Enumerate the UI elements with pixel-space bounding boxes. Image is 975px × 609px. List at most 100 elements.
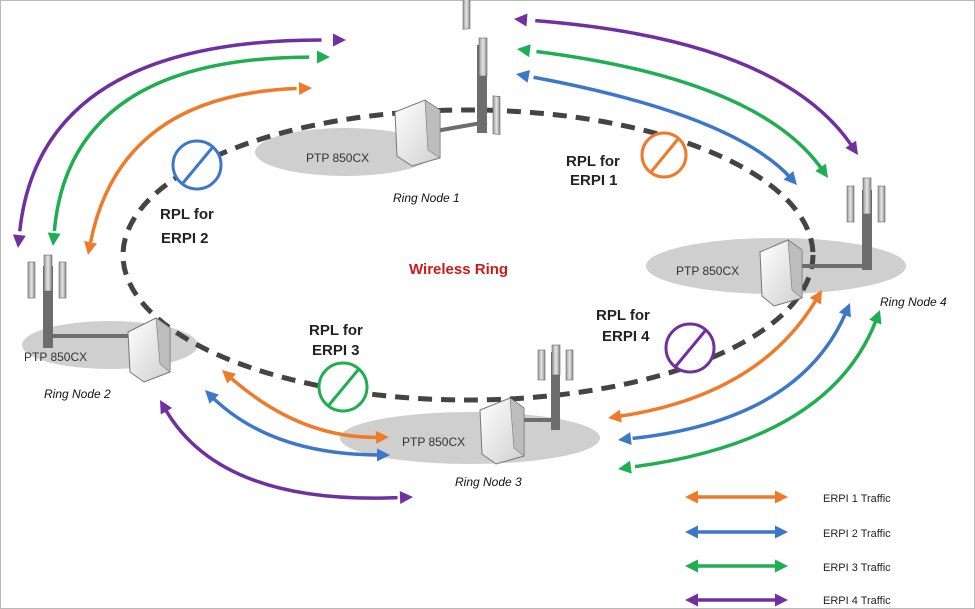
tower-icon <box>429 0 501 135</box>
legend-arrow-icon <box>685 559 788 573</box>
arrowhead <box>514 13 528 27</box>
arrow-line <box>52 55 310 232</box>
arrowhead <box>775 593 788 607</box>
arrowhead <box>298 81 312 95</box>
arrowhead <box>222 370 237 384</box>
arrow-erpi-3-node2-node1 <box>47 50 330 246</box>
node-label-2: Ring Node 2 <box>44 387 111 401</box>
arrowhead <box>838 303 851 318</box>
rpl-label-erpi-3-line2: ERPI 3 <box>312 342 360 359</box>
arrowhead <box>618 432 632 446</box>
wireless-ring-path <box>120 107 816 403</box>
radio-unit-icon <box>394 99 441 167</box>
site-shadow-node-1 <box>255 128 435 176</box>
arrowhead <box>205 390 219 404</box>
arrowhead <box>316 50 330 64</box>
site-shadow-node-3 <box>340 412 600 464</box>
arrowhead <box>608 409 622 423</box>
node-label-4: Ring Node 4 <box>880 295 947 309</box>
arrowhead <box>845 140 858 155</box>
arrow-line <box>632 311 848 441</box>
arrowhead <box>685 490 698 504</box>
arrowhead <box>160 400 173 415</box>
arrowhead <box>775 490 788 504</box>
legend-label-erpi-3: ERPI 3 Traffic <box>823 562 891 574</box>
arrow-line <box>88 86 297 243</box>
arrowhead <box>84 240 97 255</box>
legend-item-erpi-4: ERPI 4 Traffic <box>685 593 891 607</box>
arrowhead <box>618 460 632 474</box>
arrowhead <box>685 559 698 573</box>
arrow-line <box>227 374 382 440</box>
arrow-erpi-2-node1-node4 <box>516 70 797 185</box>
arrow-erpi-3-node3-node4 <box>618 310 882 474</box>
arrow-line <box>619 297 819 418</box>
arrowhead <box>775 559 788 573</box>
rpl-label-erpi-2-line2: ERPI 2 <box>161 230 209 247</box>
wireless-ring-label: Wireless Ring <box>409 261 508 278</box>
arrow-erpi-4-node2-node3 <box>160 400 413 505</box>
arrowhead <box>869 310 882 325</box>
arrow-erpi-1-node3-node4 <box>608 290 822 423</box>
arrow-line <box>536 49 824 172</box>
arrowhead <box>375 430 389 444</box>
arrow-line <box>163 407 398 500</box>
radio-unit-icon <box>759 239 803 307</box>
tower-icon <box>27 254 128 348</box>
rpl-marker-erpi-1 <box>640 131 688 179</box>
legend-arrow-icon <box>685 525 788 539</box>
arrowhead <box>12 234 26 248</box>
arrowhead <box>685 525 698 539</box>
radio-unit-icon <box>479 397 525 465</box>
rpl-label-erpi-1-line1: RPL for <box>566 153 620 170</box>
rpl-marker-erpi-3 <box>317 361 369 413</box>
rpl-label-erpi-4-line1: RPL for <box>596 307 650 324</box>
arrow-erpi-3-node1-node4 <box>517 44 828 178</box>
arrowhead <box>783 170 797 185</box>
arrow-line <box>634 319 878 469</box>
arrow-erpi-1-node2-node3 <box>222 370 389 444</box>
rpl-label-erpi-2-line1: RPL for <box>160 206 214 223</box>
arrow-erpi-1-node2-node1 <box>84 81 312 255</box>
legend: ERPI 1 Traffic ERPI 2 Traffic ERPI 3 Tra… <box>685 490 891 607</box>
legend-arrow-icon <box>685 593 788 607</box>
arrow-line <box>533 75 794 181</box>
arrowhead <box>333 33 346 47</box>
arrow-line <box>208 393 381 457</box>
arrow-line <box>535 18 854 147</box>
legend-arrow-icon <box>685 490 788 504</box>
arrowhead <box>377 448 390 462</box>
legend-item-erpi-3: ERPI 3 Traffic <box>685 559 891 574</box>
arrowhead <box>47 232 61 246</box>
rpl-label-erpi-3-line1: RPL for <box>309 322 363 339</box>
legend-label-erpi-1: ERPI 1 Traffic <box>823 493 891 505</box>
arrowhead <box>775 525 788 539</box>
radio-unit-icon <box>127 317 171 383</box>
arrowhead <box>399 491 413 505</box>
node-label-3: Ring Node 3 <box>455 475 522 489</box>
arrowhead <box>685 593 698 607</box>
device-label-node-1: PTP 850CX <box>306 151 369 165</box>
node-label-1: Ring Node 1 <box>393 191 460 205</box>
legend-label-erpi-2: ERPI 2 Traffic <box>823 528 891 540</box>
device-label-node-4: PTP 850CX <box>676 264 739 278</box>
legend-item-erpi-2: ERPI 2 Traffic <box>685 525 891 540</box>
arrowhead <box>517 44 531 58</box>
rpl-label-erpi-4-line2: ERPI 4 <box>602 328 650 345</box>
device-label-node-2: PTP 850CX <box>24 350 87 364</box>
legend-label-erpi-4: ERPI 4 Traffic <box>823 595 891 607</box>
arrow-erpi-4-node1-node4 <box>514 13 858 155</box>
tower-icon <box>800 177 886 270</box>
rpl-marker-erpi-4 <box>664 322 716 374</box>
arrowhead <box>809 290 822 305</box>
arrow-erpi-2-node3-node4 <box>618 303 851 446</box>
device-label-node-3: PTP 850CX <box>402 435 465 449</box>
arrowhead <box>516 70 530 83</box>
rpl-label-erpi-1-line2: ERPI 1 <box>570 172 618 189</box>
legend-item-erpi-1: ERPI 1 Traffic <box>685 490 891 505</box>
tower-icon <box>520 344 574 430</box>
rpl-marker-erpi-2 <box>171 139 223 191</box>
traffic-arrows <box>12 13 882 505</box>
